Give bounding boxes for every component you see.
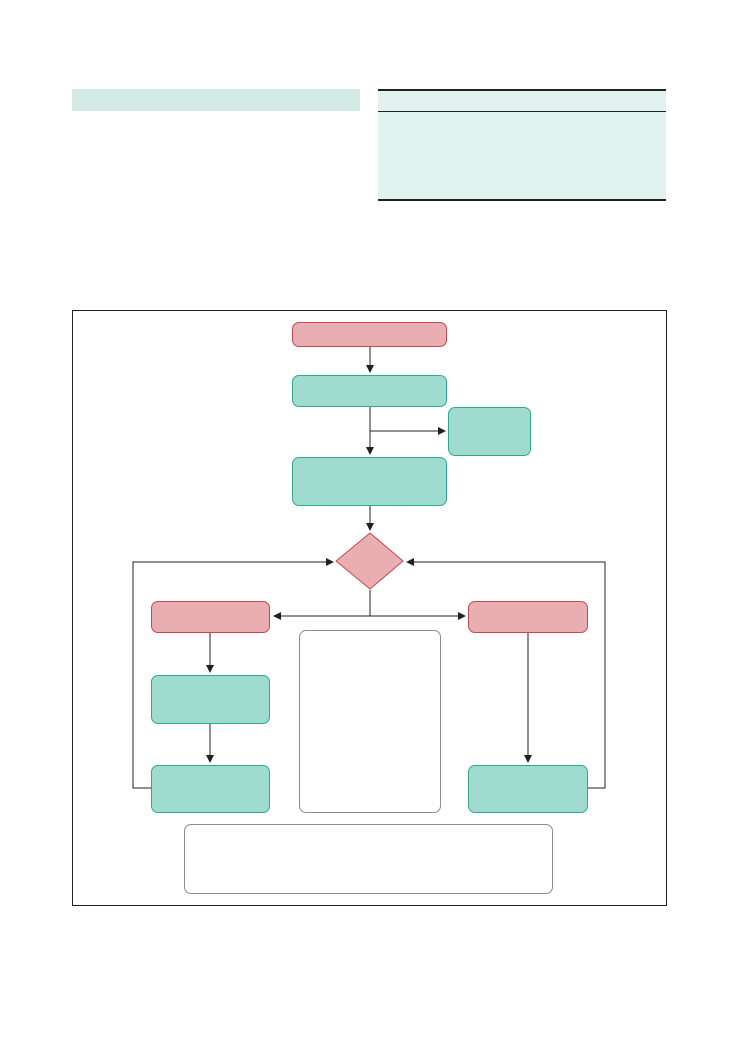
loop-left-return [132,558,334,789]
side-outcome-node [448,407,531,456]
left-branch-node [151,601,270,633]
right-step-a-node [468,765,588,813]
right-branch-node [468,601,588,633]
figure-frame [72,310,667,906]
section-heading-bar [72,89,360,111]
footer-note-box [184,824,553,894]
start-node [292,322,447,347]
left-step-b-node [151,765,270,813]
info-box-divider [378,111,666,112]
loop-right-return [406,558,606,789]
step-1-node [292,375,447,407]
center-note-box [299,630,441,813]
left-step-a-node [151,675,270,724]
step-2-node [292,457,447,506]
info-box [378,89,666,201]
decision-diamond [335,532,404,590]
